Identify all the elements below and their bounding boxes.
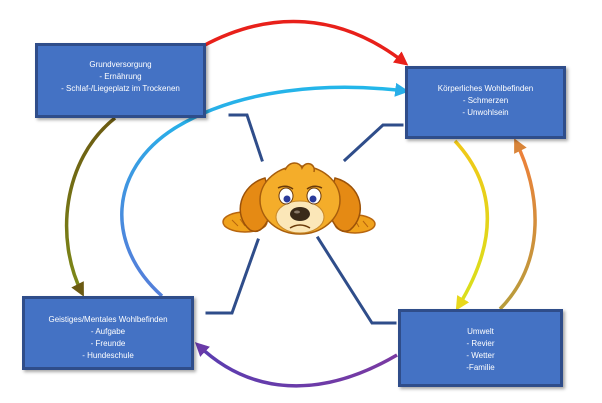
koerperlich-title: Körperliches Wohlbefinden — [437, 84, 534, 93]
geistig-item: - Hundeschule — [82, 351, 134, 360]
umwelt-box: Umwelt - Revier - Wetter -Familie — [398, 309, 563, 387]
koerperliches-wohlbefinden-box: Körperliches Wohlbefinden - Schmerzen - … — [405, 66, 566, 139]
umwelt-title: Umwelt — [467, 327, 494, 336]
grundversorgung-box: Grundversorgung - Ernährung - Schlaf-/Li… — [35, 43, 206, 118]
grundversorgung-item: - Schlaf-/Liegeplatz im Trockenen — [61, 84, 180, 93]
grundversorgung-item: - Ernährung — [99, 72, 142, 81]
umwelt-item: - Revier — [466, 339, 495, 348]
connector-grund — [228, 113, 264, 162]
connector-lines — [205, 113, 404, 325]
geistig-item: - Aufgabe — [90, 327, 126, 336]
koerperlich-item: - Unwohlsein — [462, 108, 509, 117]
grundversorgung-title: Grundversorgung — [89, 60, 152, 69]
geistig-title: Geistiges/Mentales Wohlbefinden — [48, 315, 168, 324]
arrow-grund-to-koerper — [202, 19, 409, 66]
umwelt-item: - Wetter — [466, 351, 495, 360]
umwelt-item: -Familie — [466, 363, 495, 372]
connector-geist — [205, 238, 260, 315]
arrow-umwelt-to-geist — [194, 342, 398, 388]
arrow-grund-to-geist — [64, 116, 117, 297]
koerperlich-item: - Schmerzen — [462, 96, 509, 105]
arrow-geist-to-koerper — [120, 82, 410, 298]
connector-koerper — [342, 123, 404, 163]
connector-umwelt — [315, 235, 397, 325]
arrow-koerper-to-umwelt — [453, 139, 490, 311]
arrow-umwelt-to-koerper — [498, 138, 537, 311]
geistig-item: - Freunde — [90, 339, 126, 348]
geistiges-wohlbefinden-box: Geistiges/Mentales Wohlbefinden - Aufgab… — [22, 296, 194, 370]
